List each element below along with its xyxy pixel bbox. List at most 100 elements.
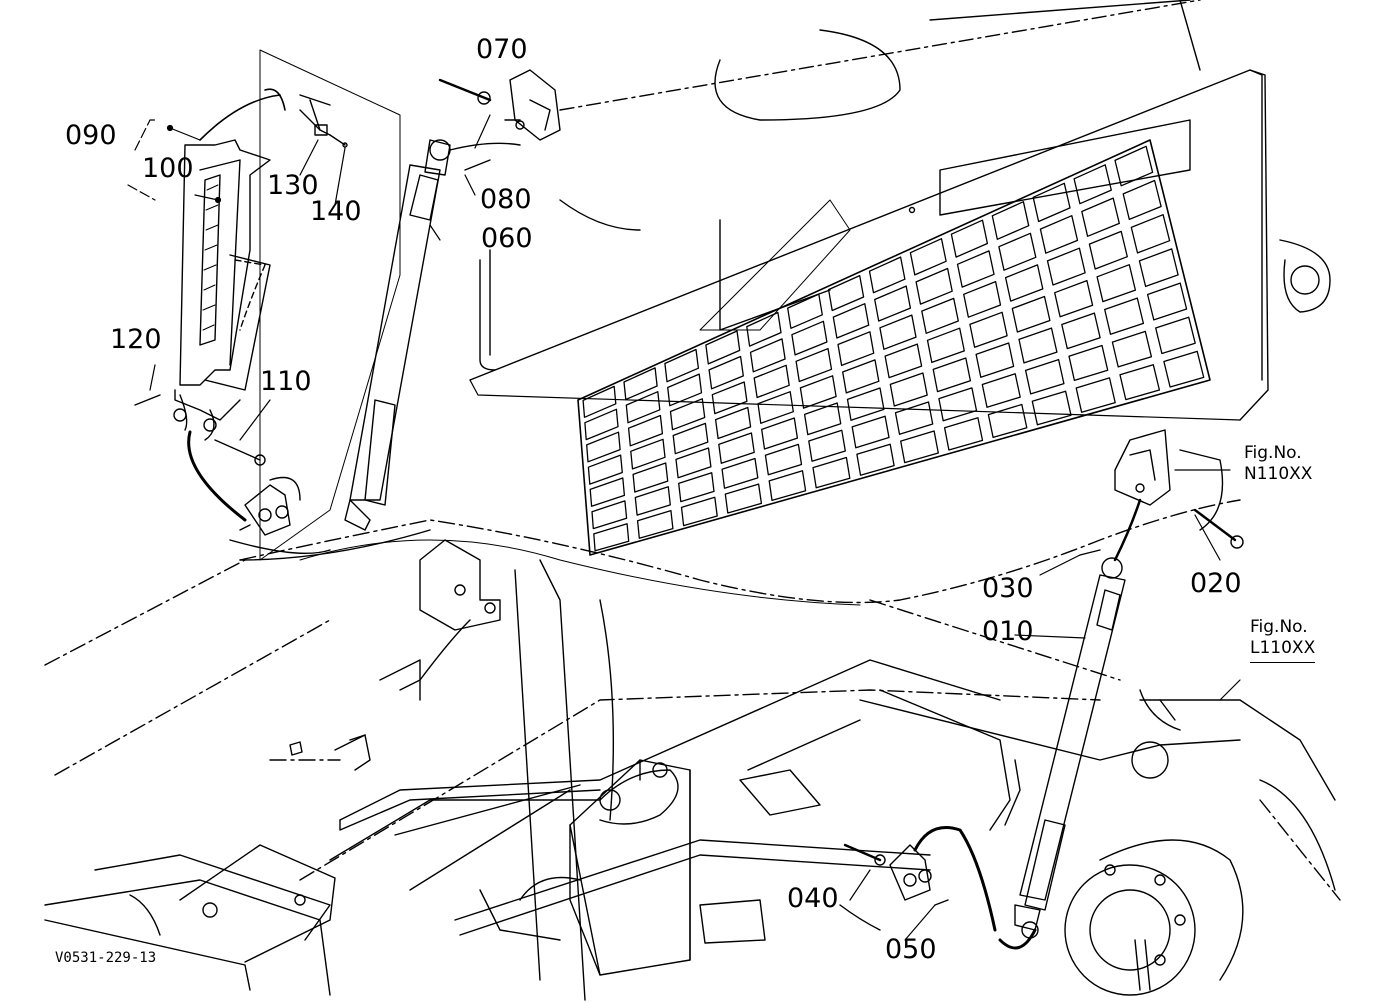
mesh-cell	[909, 238, 947, 276]
mesh-cell	[1039, 215, 1079, 254]
mesh-cell	[582, 385, 617, 418]
part-label-110: 110	[260, 366, 312, 397]
part-label-070: 070	[476, 34, 528, 65]
mesh-cell	[672, 422, 709, 455]
pivot-bracket-left	[229, 476, 331, 555]
mesh-cell	[900, 430, 939, 464]
part-label-050: 050	[885, 934, 937, 965]
part-label-100: 100	[142, 153, 194, 184]
mesh-cell	[791, 320, 828, 356]
mesh-cell	[1031, 390, 1072, 426]
mesh-cell	[705, 330, 741, 365]
mesh-cell	[630, 438, 666, 470]
mesh-cell	[851, 415, 890, 449]
mesh-cell	[634, 486, 671, 516]
tool-holder-group	[134, 49, 401, 561]
mesh-cell	[846, 387, 885, 421]
mesh-cell	[593, 523, 630, 552]
mesh-cell	[753, 364, 790, 399]
hinge-bracket-upper	[438, 69, 561, 141]
mesh-cell	[757, 391, 794, 424]
fig-ref-code: L110XX	[1250, 638, 1316, 663]
hinge-post	[569, 759, 691, 976]
mesh-cell	[724, 483, 763, 514]
mesh-cell	[625, 391, 661, 424]
mesh-cell	[969, 311, 1008, 348]
mesh-cell	[714, 406, 752, 440]
cab-frame	[469, 0, 1331, 421]
mesh-frame	[577, 139, 1211, 556]
mesh-cell	[956, 250, 995, 288]
mesh-cell	[586, 431, 621, 463]
mesh-cell	[1004, 264, 1044, 302]
mesh-cell	[874, 285, 912, 322]
fig-ref-label: Fig.No.	[1244, 443, 1302, 463]
mesh-cell	[1011, 295, 1051, 333]
part-label-090: 090	[65, 120, 117, 151]
mesh-cell	[932, 357, 972, 393]
drawing-code: V0531-229-13	[55, 950, 157, 966]
mesh-cell	[1081, 197, 1120, 237]
mesh-cell	[915, 267, 953, 305]
mesh-cell	[808, 429, 846, 462]
pivot-bracket-lower	[839, 843, 949, 931]
mesh-cell	[587, 454, 623, 485]
mesh-cell	[1119, 364, 1161, 401]
mesh-cell	[589, 477, 626, 507]
mesh-cell	[884, 343, 923, 379]
mesh-cell	[1054, 279, 1094, 318]
gas-strut-upper	[344, 139, 521, 531]
fig-ref-n110xx[interactable]: Fig.No. N110XX	[1244, 443, 1312, 486]
mesh-cell	[950, 219, 989, 258]
mesh-cell	[1111, 330, 1153, 368]
mesh-cell	[678, 472, 715, 503]
mesh-cell	[1088, 230, 1128, 270]
part-label-010: 010	[982, 616, 1034, 647]
mesh-cell	[1163, 350, 1205, 388]
gas-strut-lower	[913, 549, 1126, 950]
mesh-cell	[636, 509, 674, 539]
lower-frame	[44, 449, 1341, 1001]
mesh-cell	[1068, 344, 1109, 382]
part-label-130: 130	[267, 170, 319, 201]
mesh-cell	[1024, 358, 1065, 395]
part-label-040: 040	[787, 883, 839, 914]
part-label-020: 020	[1190, 568, 1242, 599]
mesh-cell	[632, 462, 669, 493]
mesh-cell	[711, 381, 748, 415]
mesh-cell	[894, 401, 934, 435]
mesh-cell	[584, 408, 619, 441]
mesh-cell	[680, 496, 718, 527]
fig-ref-code: N110XX	[1244, 464, 1313, 485]
mesh-cell	[675, 447, 712, 479]
mesh-cell	[627, 414, 664, 447]
mesh-cell	[1138, 248, 1179, 288]
fig-ref-l110xx[interactable]: Fig.No. L110XX	[1250, 617, 1316, 663]
part-label-140: 140	[310, 196, 362, 227]
mesh-cell	[991, 201, 1030, 240]
mesh-cell	[987, 403, 1028, 439]
mesh-cell	[938, 387, 978, 422]
mesh-cell	[708, 355, 744, 390]
mesh-cell	[1155, 316, 1196, 355]
mesh-cell	[837, 331, 875, 367]
mesh-cell	[889, 372, 928, 407]
mesh-cell	[1061, 312, 1101, 350]
mesh-cell	[926, 327, 965, 364]
fig-ref-label: Fig.No.	[1250, 617, 1308, 637]
mesh-cell	[832, 303, 870, 339]
mesh-cell	[943, 417, 984, 451]
mesh-cell	[842, 359, 880, 394]
mesh-cell	[746, 311, 782, 347]
mesh-cell	[669, 398, 706, 431]
mesh-cell	[718, 432, 755, 464]
mesh-cell	[868, 256, 906, 294]
panel-cut-line	[239, 499, 1241, 606]
mesh-cell	[998, 232, 1037, 271]
mesh-cell	[768, 470, 807, 502]
mesh-cell	[812, 456, 851, 489]
mesh-cell	[1046, 247, 1086, 286]
mesh-cell	[803, 402, 842, 436]
mesh-cell	[856, 443, 895, 476]
